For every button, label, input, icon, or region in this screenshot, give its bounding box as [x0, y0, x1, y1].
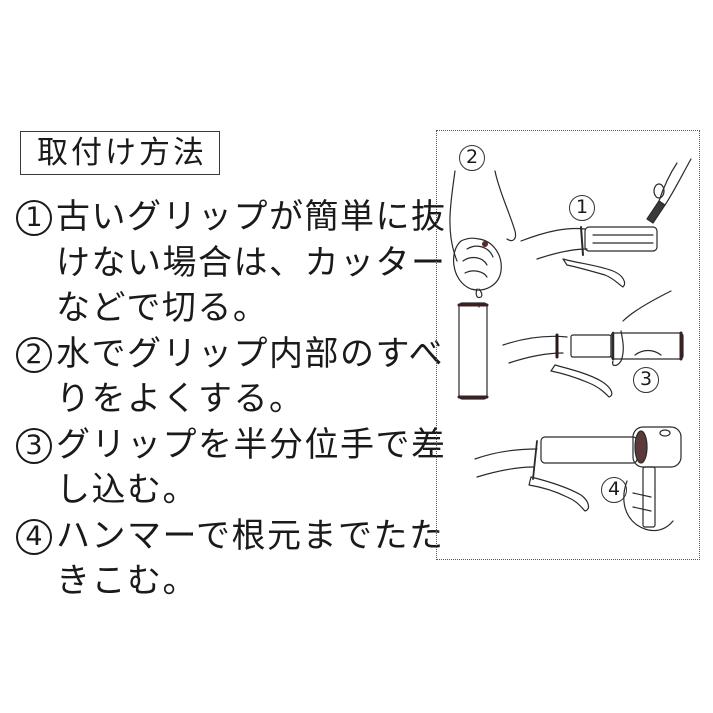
- step-4-line-1: ハンマーで根元までたた: [56, 515, 445, 556]
- step-1-line-1: 古いグリップが簡単に抜: [56, 197, 447, 237]
- section-title: 取付け方法: [20, 131, 220, 175]
- hand-squeezing-water-icon: [449, 170, 517, 308]
- hand-pushing-grip-icon: [502, 290, 684, 398]
- illustration-panel: 2 1 3 4: [436, 130, 700, 560]
- figure-label-2: 2: [459, 145, 485, 171]
- cutter-cutting-old-grip-icon: [520, 158, 692, 288]
- new-grip-icon: [457, 302, 489, 400]
- step-2-line-1: 水でグリップ内部のすべ: [56, 333, 445, 374]
- section-title-text: 取付け方法: [37, 134, 207, 171]
- step-number-4: 4: [16, 518, 52, 555]
- step-number-3: 3: [16, 427, 52, 464]
- step-4-line-2: きこむ。: [56, 561, 198, 601]
- step-1-line-3: などで切る。: [56, 288, 269, 328]
- step-1-line-2: けない場合は、カッター: [56, 242, 447, 283]
- hammer-tapping-grip-icon: [474, 426, 682, 532]
- step-number-1: 1: [16, 200, 52, 236]
- step-3-line-2: し込む。: [56, 470, 198, 510]
- figure-label-3: 3: [633, 367, 659, 393]
- step-3-line-1: グリップを半分位手で差: [56, 424, 447, 465]
- step-2-line-2: りをよくする。: [56, 379, 305, 419]
- figure-label-4: 4: [601, 477, 627, 503]
- step-number-2: 2: [16, 336, 52, 373]
- figure-label-1: 1: [569, 195, 595, 221]
